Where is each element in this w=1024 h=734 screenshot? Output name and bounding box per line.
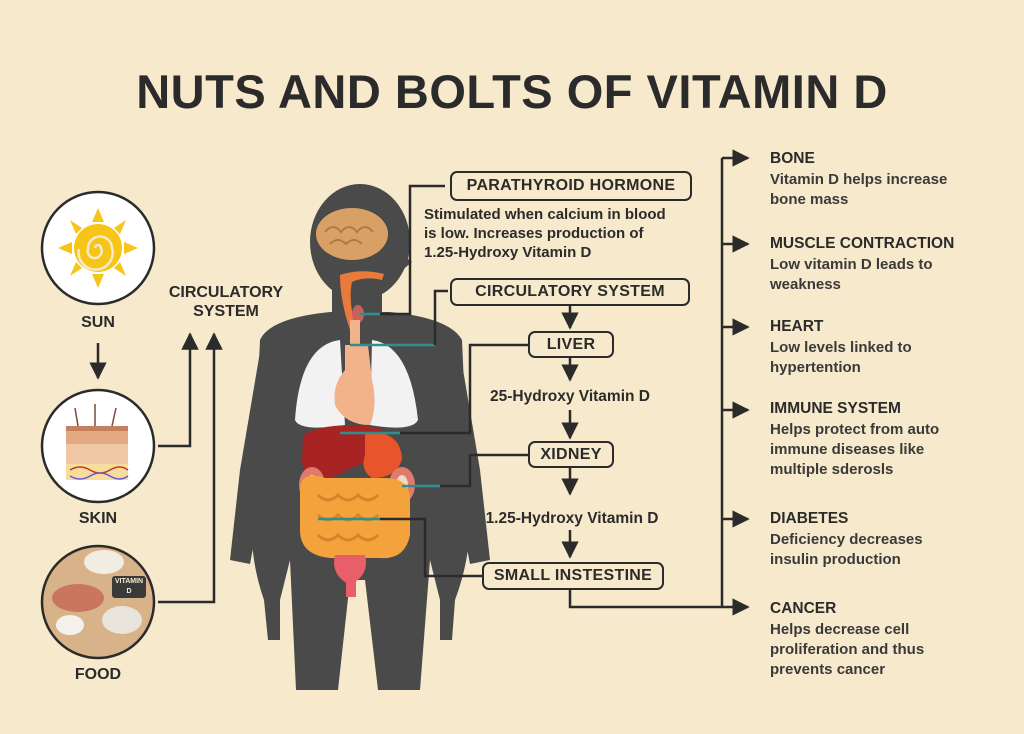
effect-immune-desc: Helps protect from auto immune diseases … [770, 420, 939, 480]
effect-cancer-desc-line1: Helps decrease cell [770, 621, 910, 638]
brain-icon [316, 208, 388, 260]
liver-box: LIVER [528, 331, 614, 358]
effect-diabetes-desc-line1: Deficiency decreases [770, 531, 923, 548]
source-arrows [89, 332, 223, 604]
intestine-icon [300, 475, 410, 597]
throat-icon [340, 271, 384, 330]
effect-heart-desc-line2: hypertention [770, 359, 861, 376]
step-125-hydroxy: 1.25-Hydroxy Vitamin D [485, 510, 659, 527]
food-tag-line1: VITAMIN [114, 578, 144, 585]
effect-diabetes-title: DIABETES [770, 510, 849, 527]
small-intestine-box: SMALL INSTESTINE [482, 562, 664, 590]
effect-immune-desc-line2: immune diseases like [770, 441, 925, 458]
effect-cancer-title: CANCER [770, 600, 837, 617]
liver-icon [302, 425, 384, 479]
lungs-icon [295, 340, 418, 428]
flow-connectors [380, 184, 530, 578]
step-25-hydroxy: 25-Hydroxy Vitamin D [490, 388, 650, 405]
parathyroid-desc-line3: 1.25-Hydroxy Vitamin D [424, 244, 592, 261]
food-label: FOOD [74, 666, 122, 683]
effects-branches [568, 149, 750, 616]
effect-diabetes-desc-line2: insulin production [770, 551, 901, 568]
circulatory-side-label: CIRCULATORY SYSTEM [158, 283, 294, 321]
circulatory-side-label-line1: CIRCULATORY [168, 284, 284, 301]
effect-muscle-desc-line1: Low vitamin D leads to [770, 256, 933, 273]
sun-label: SUN [81, 314, 115, 331]
effect-immune-title: IMMUNE SYSTEM [770, 400, 901, 417]
effect-bone-title: BONE [770, 150, 815, 167]
effect-immune-desc-line3: multiple sderosls [770, 461, 894, 478]
parathyroid-hormone-box: PARATHYROID HORMONE [450, 171, 692, 201]
food-icon [40, 544, 156, 660]
effect-heart-desc-line1: Low levels linked to [770, 339, 912, 356]
effect-immune-desc-line1: Helps protect from auto [770, 421, 940, 438]
skin-layers-icon [40, 388, 156, 504]
stomach-icon [363, 431, 402, 478]
effect-muscle-desc: Low vitamin D leads to weakness [770, 255, 933, 295]
effect-heart-desc: Low levels linked to hypertention [770, 338, 912, 378]
heart-icon [334, 320, 375, 425]
circulatory-side-label-line2: SYSTEM [193, 303, 259, 320]
effect-bone-desc: Vitamin D helps increase bone mass [770, 170, 947, 210]
effect-cancer-desc-line3: prevents cancer [770, 661, 886, 678]
circulatory-system-box: CIRCULATORY SYSTEM [450, 278, 690, 306]
sun-icon [40, 190, 156, 306]
organ-connectors [318, 312, 440, 521]
parathyroid-desc-line1: Stimulated when calcium in blood [424, 206, 666, 223]
effect-bone-desc-line2: bone mass [770, 191, 849, 208]
skin-label: SKIN [78, 510, 118, 527]
effect-cancer-desc: Helps decrease cell proliferation and th… [770, 620, 924, 680]
food-tag-line2: D [126, 588, 132, 595]
parathyroid-desc-line2: is low. Increases production of [424, 225, 644, 242]
kidney-box: XIDNEY [528, 441, 614, 468]
effect-heart-title: HEART [770, 318, 824, 335]
food-vitamin-tag: VITAMIN D [112, 577, 146, 597]
parathyroid-description: Stimulated when calcium in blood is low.… [424, 205, 724, 262]
effect-bone-desc-line1: Vitamin D helps increase [770, 171, 948, 188]
page-title: NUTS AND BOLTS OF VITAMIN D [136, 65, 888, 118]
effect-muscle-title: MUSCLE CONTRACTION [770, 235, 955, 252]
effect-diabetes-desc: Deficiency decreases insulin production [770, 530, 923, 570]
effect-cancer-desc-line2: proliferation and thus [770, 641, 925, 658]
effect-muscle-desc-line2: weakness [770, 276, 841, 293]
